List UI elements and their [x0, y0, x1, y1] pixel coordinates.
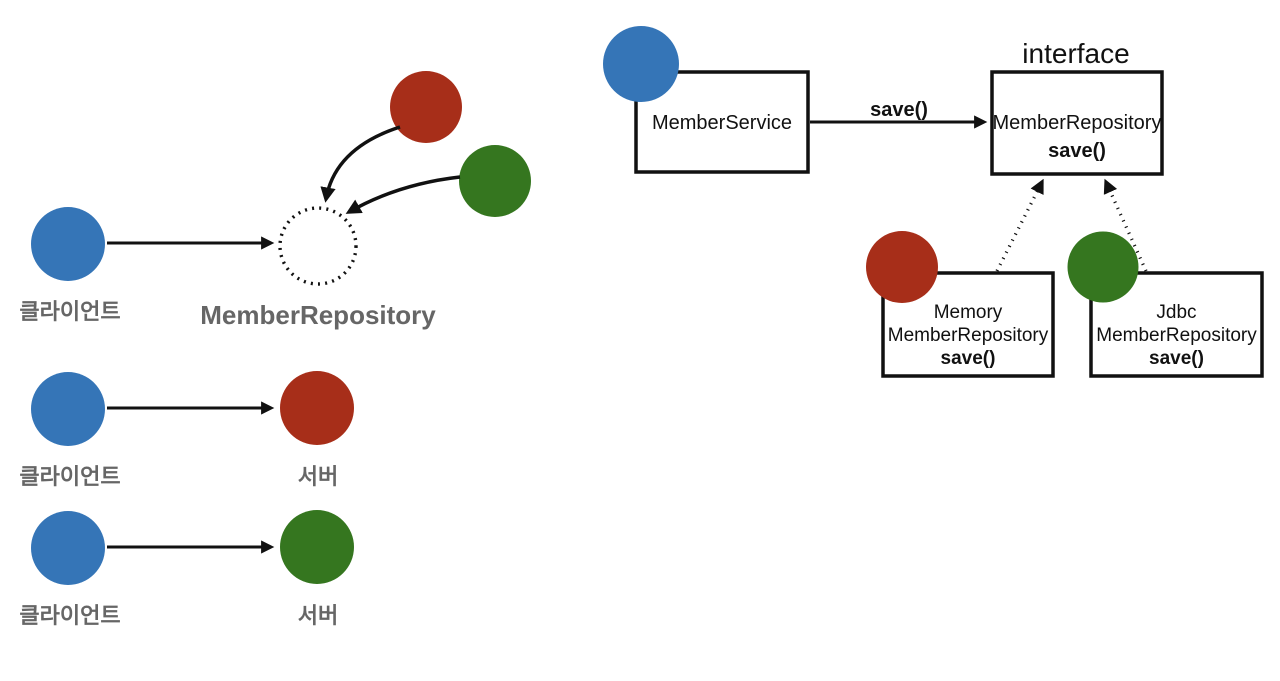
memory-impl-circle-right	[866, 231, 938, 303]
memory-impl-circle-left	[390, 71, 462, 143]
client-label-3: 클라이언트	[19, 603, 121, 628]
client-label-1: 클라이언트	[19, 299, 121, 324]
jdbc-repository-prefix: Jdbc	[1156, 302, 1197, 323]
abstract-repository-dotted-circle	[278, 206, 358, 286]
client-circle-3	[31, 511, 105, 585]
interface-caption: interface	[1022, 38, 1130, 69]
green-server-label: 서버	[297, 603, 339, 628]
jdbc-repository-name: MemberRepository	[1096, 325, 1257, 346]
jdbc-impl-circle-left	[459, 145, 531, 217]
jdbc-impl-circle-right	[1067, 231, 1139, 303]
green-server-circle	[280, 510, 354, 584]
jdbc-repository-method: save()	[1149, 348, 1204, 369]
memory-repository-name: MemberRepository	[887, 325, 1049, 346]
client-label-2: 클라이언트	[19, 464, 121, 489]
green-to-abstraction-curved-arrow	[345, 175, 461, 214]
memory-repository-prefix: Memory	[933, 302, 1003, 323]
save-call-label: save()	[870, 99, 928, 121]
abstract-repository-label: MemberRepository	[200, 300, 436, 330]
client-circle-2	[31, 372, 105, 446]
red-to-abstraction-curved-arrow	[320, 125, 401, 203]
memory-repository-method: save()	[940, 348, 996, 369]
red-server-label: 서버	[297, 464, 339, 489]
jdbc-implements-arrow	[1103, 178, 1148, 272]
member-repository-name: MemberRepository	[992, 112, 1162, 134]
client-circle-1	[31, 207, 105, 281]
member-repository-interface-box	[990, 70, 1164, 176]
member-service-title: MemberService	[651, 112, 793, 134]
red-server-circle	[280, 371, 354, 445]
jdbc-repository-text: Jdbc MemberRepository save()	[1091, 301, 1262, 370]
memory-implements-arrow	[995, 178, 1044, 272]
service-actor-circle	[603, 26, 679, 102]
memory-repository-text: Memory MemberRepository save()	[883, 301, 1053, 370]
member-repository-method: save()	[1048, 140, 1106, 162]
